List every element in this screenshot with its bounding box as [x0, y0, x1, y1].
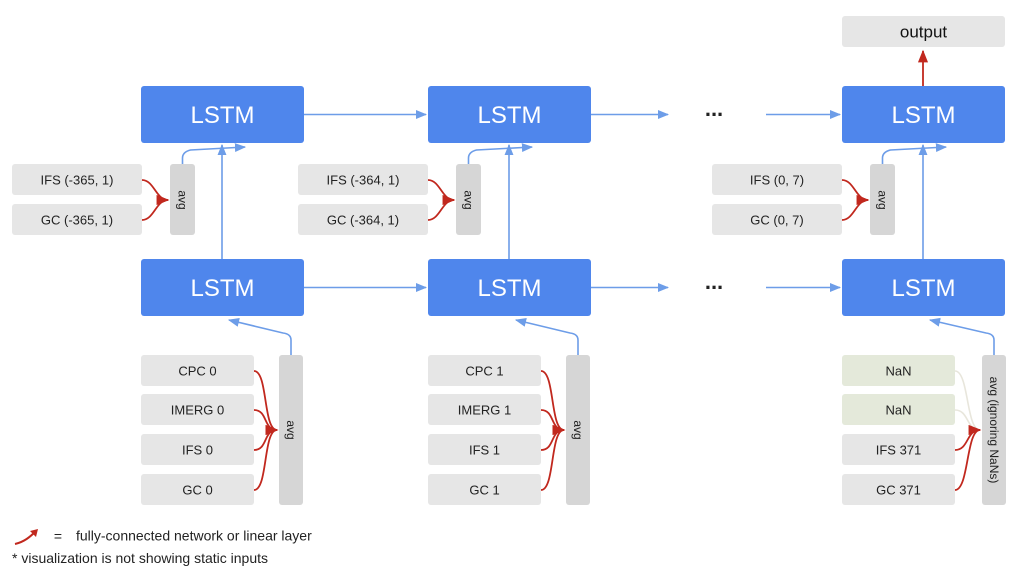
- ellipsis-top: ...: [705, 96, 723, 121]
- top-avg-2-label: avg: [876, 190, 890, 209]
- bottom-input-1-3-label: GC 1: [469, 483, 499, 498]
- bottom-input-2-1: [842, 394, 955, 425]
- bottom-fc-arrow-0-3: [253, 425, 279, 491]
- bottom-input-2-2-label: IFS 371: [876, 443, 922, 458]
- bottom-input-1-2-label: IFS 1: [469, 443, 500, 458]
- top-avg-0: [170, 164, 195, 235]
- bottom-input-2-2: [842, 434, 955, 465]
- bottom-input-0-3-label: GC 0: [182, 483, 212, 498]
- top-avg-0-label: avg: [176, 190, 190, 209]
- top-fc-arrow-0-1: [141, 194, 170, 221]
- output-box: [842, 16, 1005, 47]
- output-label: output: [900, 23, 948, 42]
- top-avg-1-label: avg: [462, 190, 476, 209]
- top-fc-arrow-1-0: [427, 179, 456, 206]
- bottom-input-2-3-label: GC 371: [876, 483, 921, 498]
- bottom-input-0-3: [141, 474, 254, 505]
- top-input-0-1-label: GC (-365, 1): [41, 213, 113, 228]
- bottom-input-1-0: [428, 355, 541, 386]
- connectors: [141, 49, 995, 491]
- top-input-0-1: [12, 204, 142, 235]
- top-avg-2: [870, 164, 895, 235]
- top-avg-arrow-1: [467, 143, 534, 164]
- bottom-input-1-1: [428, 394, 541, 425]
- top-avg-1: [456, 164, 481, 235]
- boxes: LSTM LSTM LSTM... LSTM LSTM LSTM... outputIFS …: [12, 16, 1006, 505]
- lstm-bottom-1-label: LSTM: [477, 275, 541, 302]
- top-input-2-0: [712, 164, 842, 195]
- top-input-0-0: [12, 164, 142, 195]
- lstm-top-2-label: LSTM: [891, 102, 955, 129]
- bottom-fc-arrow-2-3: [954, 425, 982, 491]
- bottom-input-2-0: [842, 355, 955, 386]
- bottom-avg-2-label: avg (ignoring NaNs): [987, 377, 1001, 484]
- bottom-avg-arrow-0: [227, 318, 292, 355]
- bottom-avg-1-label: avg: [571, 420, 585, 439]
- bottom-fc-arrow-0-1: [253, 409, 279, 436]
- bottom-input-2-1-label: NaN: [885, 403, 911, 418]
- bottom-input-0-2: [141, 434, 254, 465]
- bottom-input-0-0: [141, 355, 254, 386]
- bottom-avg-1: [566, 355, 590, 505]
- top-input-2-1: [712, 204, 842, 235]
- bottom-avg-0-label: avg: [284, 420, 298, 439]
- lstm-bottom-2-label: LSTM: [891, 275, 955, 302]
- bottom-avg-arrow-1: [514, 318, 579, 355]
- bottom-input-1-3: [428, 474, 541, 505]
- bottom-avg-2: [982, 355, 1006, 505]
- top-input-1-0: [298, 164, 428, 195]
- bottom-fc-arrow-0-2: [253, 424, 279, 451]
- top-fc-arrow-2-1: [841, 194, 870, 221]
- lstm-bottom-0: [141, 259, 304, 316]
- bottom-avg-0: [279, 355, 303, 505]
- bottom-fc-arrow-1-1: [540, 409, 566, 436]
- lstm-top-0-label: LSTM: [190, 102, 254, 129]
- top-avg-arrow-0: [181, 143, 247, 164]
- bottom-input-1-0-label: CPC 1: [465, 364, 503, 379]
- bottom-input-0-1: [141, 394, 254, 425]
- lstm-top-2: [842, 86, 1005, 143]
- lstm-bottom-2: [842, 259, 1005, 316]
- legend: = fully-connected network or linear laye…: [12, 527, 312, 547]
- legend-text: fully-connected network or linear layer: [75, 527, 312, 544]
- lstm-top-1-label: LSTM: [477, 102, 541, 129]
- red-arrow-legend-icon: [14, 529, 38, 545]
- top-input-0-0-label: IFS (-365, 1): [41, 173, 114, 188]
- top-input-2-1-label: GC (0, 7): [750, 213, 803, 228]
- bottom-fc-arrow-2-1: [954, 409, 981, 431]
- ellipsis-bottom: ...: [705, 269, 723, 294]
- lstm-bottom-0-label: LSTM: [190, 275, 254, 302]
- top-input-1-0-label: IFS (-364, 1): [327, 173, 400, 188]
- bottom-fc-arrow-1-2: [540, 424, 566, 451]
- static-inputs-note: * visualization is not showing static in…: [12, 550, 269, 566]
- lstm-top-1: [428, 86, 591, 143]
- top-input-1-1: [298, 204, 428, 235]
- top-fc-arrow-2-0: [841, 179, 870, 206]
- top-fc-arrow-0-0: [141, 179, 170, 206]
- top-input-2-0-label: IFS (0, 7): [750, 173, 804, 188]
- legend-equals: =: [53, 527, 63, 544]
- top-input-1-1-label: GC (-364, 1): [327, 213, 399, 228]
- bottom-avg-arrow-2: [928, 317, 995, 355]
- bottom-input-1-1-label: IMERG 1: [458, 403, 511, 418]
- lstm-bottom-1: [428, 259, 591, 316]
- bottom-input-0-1-label: IMERG 0: [171, 403, 224, 418]
- top-avg-arrow-2: [881, 143, 948, 164]
- bottom-input-2-0-label: NaN: [885, 364, 911, 379]
- bottom-fc-arrow-1-3: [540, 425, 566, 491]
- bottom-input-0-0-label: CPC 0: [178, 364, 216, 379]
- lstm-top-0: [141, 86, 304, 143]
- bottom-input-0-2-label: IFS 0: [182, 443, 213, 458]
- bottom-input-2-3: [842, 474, 955, 505]
- top-fc-arrow-1-1: [427, 194, 456, 221]
- bottom-input-1-2: [428, 434, 541, 465]
